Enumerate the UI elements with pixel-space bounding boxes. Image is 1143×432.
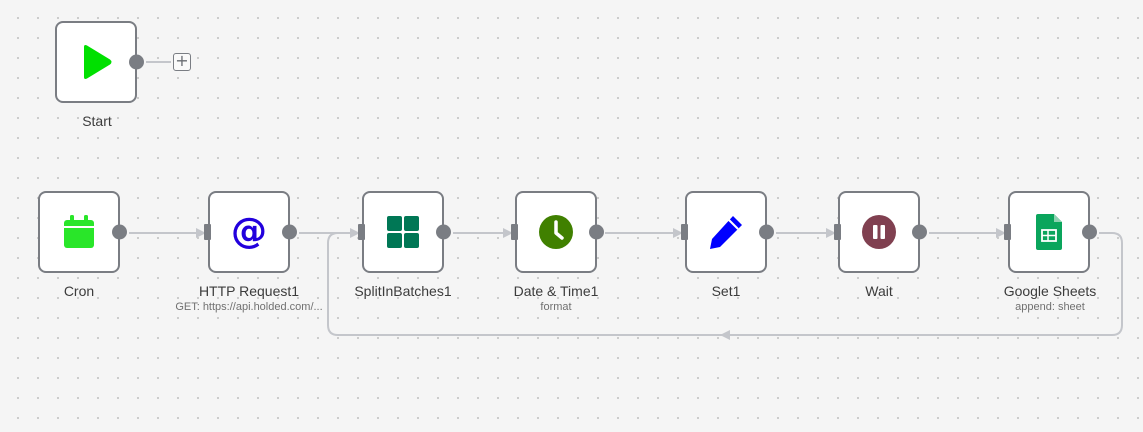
node-label-cron: Cron [63, 283, 95, 299]
node-start[interactable] [55, 21, 144, 103]
svg-text:@: @ [231, 213, 267, 251]
clock-icon [536, 212, 576, 252]
at-icon: @ [229, 212, 269, 252]
pen-icon [706, 212, 746, 252]
node-http-request[interactable]: @ [204, 191, 297, 273]
input-handle[interactable] [1004, 224, 1011, 240]
output-handle[interactable] [1082, 224, 1097, 240]
sheets-icon [1029, 212, 1069, 252]
output-handle[interactable] [589, 224, 604, 240]
output-handle[interactable] [759, 224, 774, 240]
node-cron[interactable] [38, 191, 127, 273]
output-handle[interactable] [912, 224, 927, 240]
output-handle[interactable] [282, 224, 297, 240]
node-split-in-batches[interactable] [358, 191, 451, 273]
input-handle[interactable] [511, 224, 518, 240]
input-handle[interactable] [358, 224, 365, 240]
node-label-http-request: HTTP Request1 [198, 283, 300, 299]
node-label-google-sheets: Google Sheets [1003, 283, 1097, 299]
node-date-time[interactable] [511, 191, 604, 273]
pause-icon [859, 212, 899, 252]
node-wait[interactable] [834, 191, 927, 273]
add-node-button[interactable]: + [173, 53, 191, 71]
node-subtitle-date-time: format [540, 301, 572, 313]
node-set[interactable] [681, 191, 774, 273]
output-handle[interactable] [436, 224, 451, 240]
calendar-icon [59, 212, 99, 252]
grid-icon [383, 212, 423, 252]
output-handle[interactable] [129, 54, 144, 70]
node-label-split-in-batches: SplitInBatches1 [354, 283, 452, 299]
play-icon [76, 42, 116, 82]
node-subtitle-google-sheets: append: sheet [1015, 301, 1085, 313]
arrowhead [720, 330, 730, 340]
input-handle[interactable] [681, 224, 688, 240]
node-label-date-time: Date & Time1 [513, 283, 599, 299]
node-google-sheets[interactable] [1004, 191, 1097, 273]
node-subtitle-http-request: GET: https://api.holded.com/... [175, 301, 323, 313]
node-label-wait: Wait [865, 283, 893, 299]
input-handle[interactable] [834, 224, 841, 240]
input-handle[interactable] [204, 224, 211, 240]
node-label-start: Start [82, 113, 112, 129]
output-handle[interactable] [112, 224, 127, 240]
node-label-set: Set1 [711, 283, 741, 299]
